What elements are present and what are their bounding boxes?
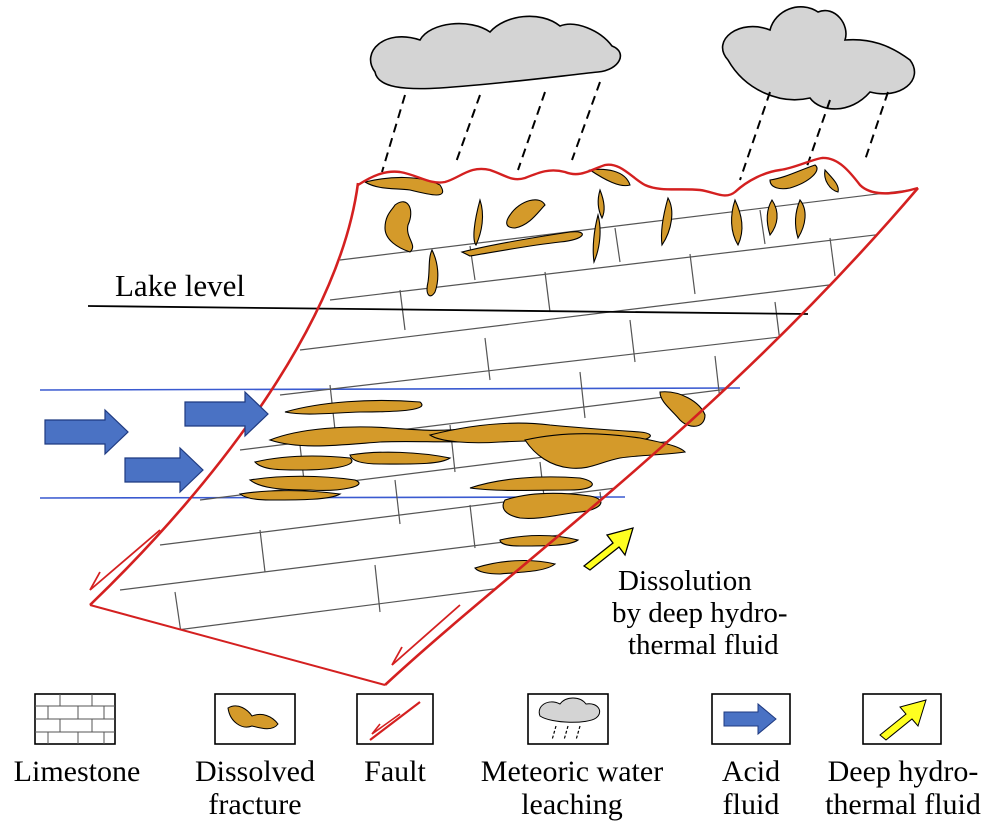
meteoric-water-icon [527, 693, 609, 745]
acid-arrow-1 [44, 408, 129, 456]
legend-item-meteoric: Meteoric water leaching [481, 693, 663, 821]
fault-left [89, 182, 360, 606]
legend-item-dissolved-fracture: Dissolved fracture [195, 693, 315, 821]
karst-surface [357, 156, 919, 197]
dissolution-label-line2: by deep hydro- [612, 597, 788, 629]
fault-icon [356, 693, 434, 745]
cloud-left [369, 15, 622, 90]
legend-label-acid-1: Acid [722, 755, 780, 788]
dissolution-label-line3: thermal fluid [628, 629, 779, 661]
legend-label-dissolved-2: fracture [208, 788, 301, 821]
deep-hydrothermal-arrow [582, 527, 634, 571]
dissolved-fractures-top [363, 164, 839, 297]
fault-right [384, 187, 919, 686]
dissolved-fractures-middle [238, 391, 706, 575]
fault-offset-arrows [89, 529, 461, 666]
lake-level-label: Lake level [115, 268, 245, 303]
acid-fluid-icon [711, 693, 791, 745]
legend-label-deep-1: Deep hydro- [828, 755, 979, 788]
deep-hydrothermal-icon [862, 693, 942, 745]
legend-label-limestone: Limestone [14, 755, 141, 788]
cloud-right [721, 6, 916, 110]
legend-item-fault: Fault [356, 693, 434, 788]
legend: Limestone Dissolved fracture Fault [14, 693, 981, 821]
legend-item-limestone: Limestone [14, 693, 141, 788]
acid-arrow-2 [184, 390, 269, 438]
legend-item-acid-fluid: Acid fluid [711, 693, 791, 821]
rain-streaks [381, 81, 889, 181]
legend-label-meteoric-2: leaching [521, 788, 623, 821]
lake-level-line [87, 305, 809, 315]
block-base-left [89, 604, 386, 686]
legend-label-deep-2: thermal fluid [825, 788, 981, 821]
acid-fluid-arrows [44, 390, 269, 494]
dissolution-label-line1: Dissolution [618, 565, 752, 597]
legend-label-meteoric-1: Meteoric water [481, 755, 663, 788]
legend-label-acid-2: fluid [723, 788, 780, 821]
dissolved-fracture-icon [214, 693, 296, 745]
acid-arrow-3 [124, 446, 204, 494]
limestone-icon [34, 693, 116, 745]
legend-label-fault: Fault [364, 755, 426, 788]
legend-label-dissolved-1: Dissolved [195, 755, 315, 788]
legend-item-deep-hydrothermal: Deep hydro- thermal fluid [825, 693, 981, 821]
